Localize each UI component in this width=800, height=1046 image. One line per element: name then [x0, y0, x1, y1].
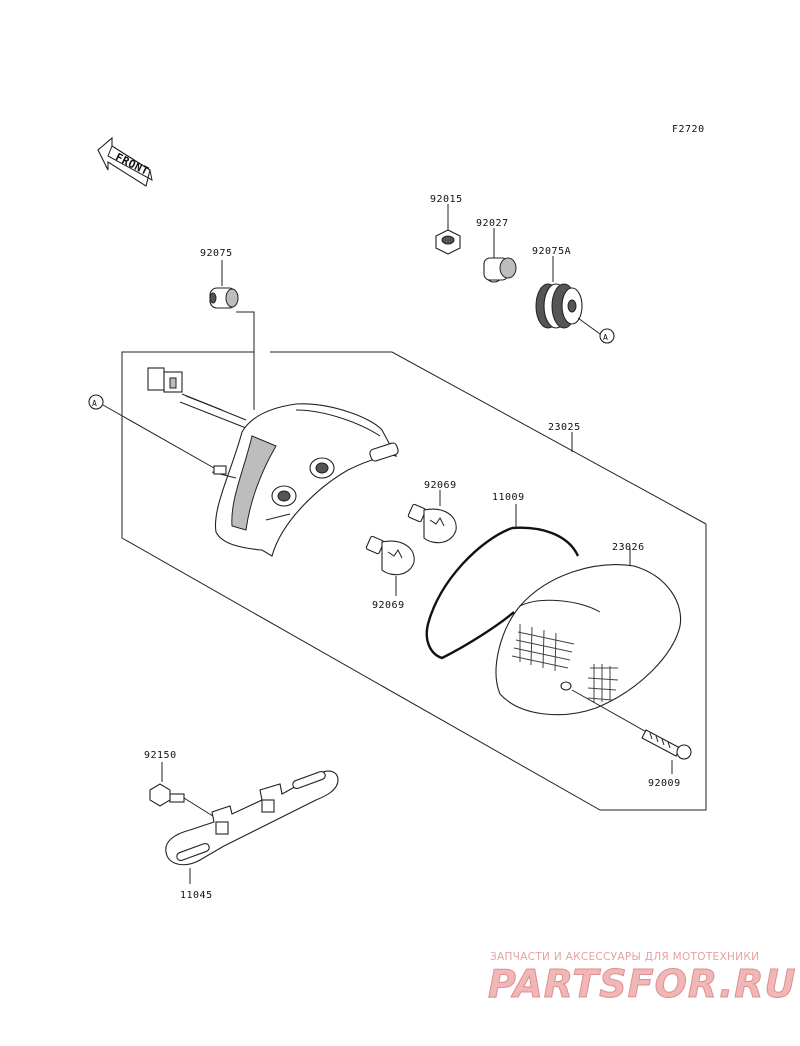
- part-92009-screw: 92009: [571, 689, 692, 789]
- label-11009: 11009: [492, 492, 525, 503]
- wire-harness-connector: [147, 367, 247, 429]
- ref-marker-a-right: A: [603, 333, 608, 342]
- label-92150: 92150: [144, 750, 177, 761]
- label-92075: 92075: [200, 248, 233, 259]
- watermark-logo: PARTSFOR.RU: [488, 962, 797, 1007]
- label-23026: 23026: [612, 542, 645, 553]
- lamp-housing-base: [211, 403, 399, 557]
- part-92075-damper: 92075: [200, 248, 239, 309]
- label-11045: 11045: [180, 890, 213, 901]
- label-23025: 23025: [548, 422, 581, 433]
- part-92069-bulb-lower: 92069: [365, 535, 415, 611]
- label-92075a: 92075A: [532, 246, 571, 257]
- watermark-tagline: ЗАПЧАСТИ И АКСЕССУАРЫ ДЛЯ МОТОТЕХНИКИ: [490, 951, 760, 963]
- part-92015-nut: 92015: [430, 194, 463, 255]
- label-92015: 92015: [430, 194, 463, 205]
- part-92069-bulb-upper: 92069: [407, 480, 457, 544]
- figure-code: F2720: [672, 124, 705, 135]
- part-92150-bolt: 92150: [144, 750, 217, 819]
- part-23026-lens: 23026: [495, 542, 682, 716]
- label-92069-lower: 92069: [372, 600, 405, 611]
- svg-text:A: A: [92, 399, 97, 408]
- label-92069-upper: 92069: [424, 480, 457, 491]
- label-92009: 92009: [648, 778, 681, 789]
- label-92027: 92027: [476, 218, 509, 229]
- part-92027-collar: 92027: [476, 218, 517, 283]
- part-92075a-grommet: A 92075A: [532, 246, 615, 344]
- front-direction-arrow: FRONT: [97, 136, 153, 187]
- part-11045-bracket: 11045: [165, 770, 339, 901]
- part-11009-gasket: 11009: [425, 492, 580, 660]
- ref-marker-a-left: A: [88, 394, 215, 469]
